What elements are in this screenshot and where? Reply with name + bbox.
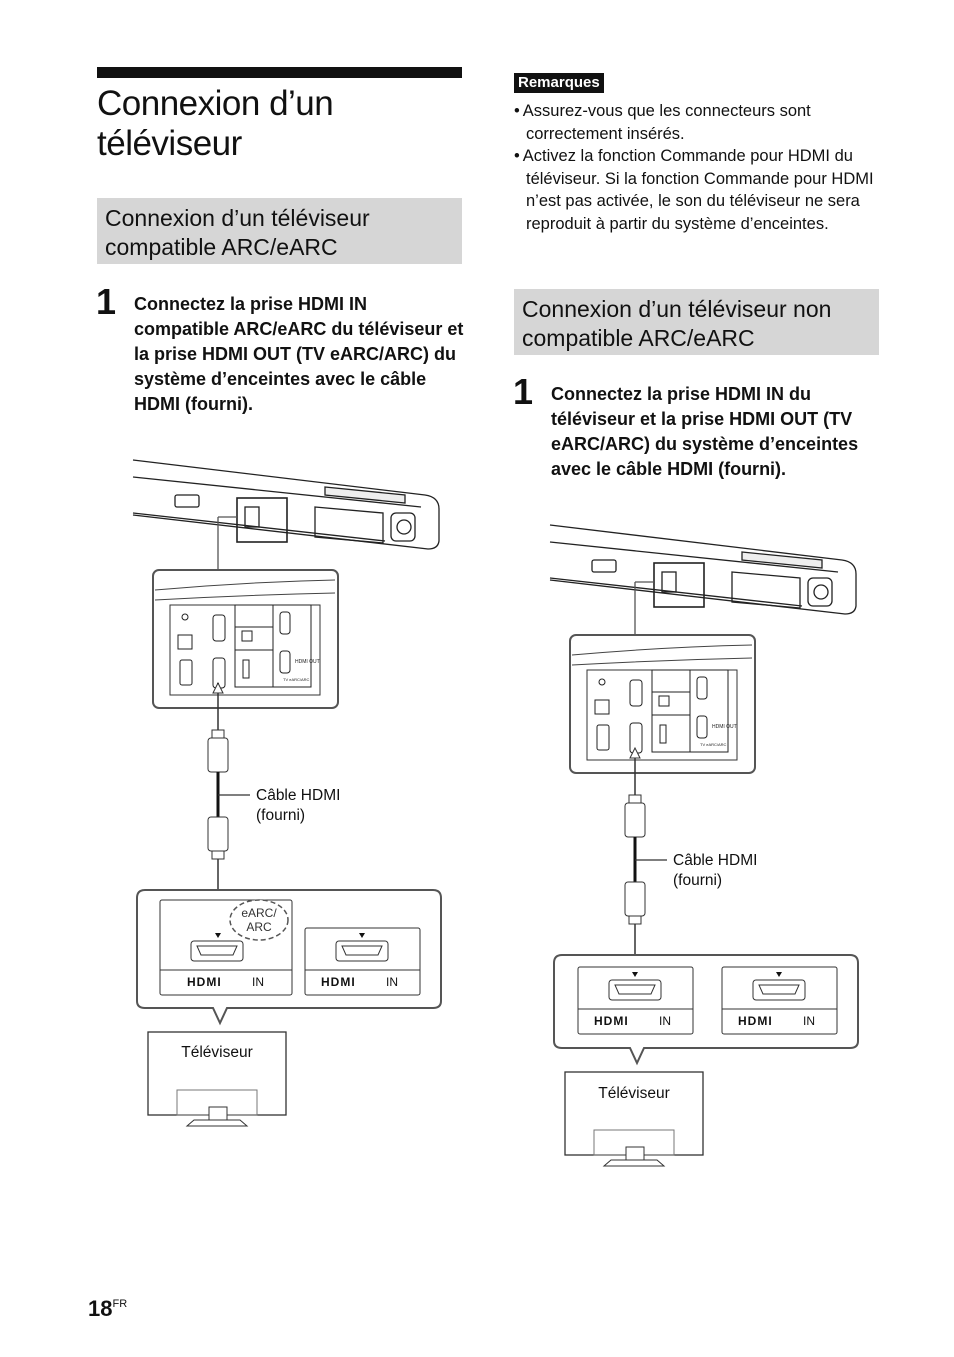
- page-language: FR: [112, 1298, 128, 1310]
- hdmi-logo: HDMI: [738, 1014, 773, 1028]
- remark-item: Activez la fonction Commande pour HDMI d…: [514, 145, 884, 235]
- hdmi-cable: [624, 746, 646, 977]
- arc-connection-diagram: HDMI OUT TV eARC/ARC Câble HDMI (fourni)…: [132, 459, 442, 1127]
- in-label: IN: [252, 975, 264, 989]
- hdmi-logo: HDMI: [187, 975, 222, 989]
- non-arc-connection-diagram: HDMI OUT TV eARC/ARC Câble HDMI (fourni)…: [549, 524, 859, 1167]
- hdmi-logo: HDMI: [321, 975, 356, 989]
- section-title-arc: Connexion d’un téléviseur compatible ARC…: [97, 198, 462, 264]
- hdmi-logo: HDMI: [594, 1014, 629, 1028]
- step-number: 1: [513, 371, 534, 412]
- cable-label: Câble HDMI: [256, 787, 340, 804]
- page-number-value: 18: [88, 1296, 113, 1321]
- tv-illustration: Téléviseur: [147, 1031, 287, 1127]
- tv-illustration: Téléviseur: [564, 1071, 704, 1167]
- panel-out-label: HDMI OUT: [712, 724, 737, 730]
- connector-panel-zoom: HDMI OUT TV eARC/ARC: [569, 634, 756, 774]
- cable-label: (fourni): [673, 872, 722, 889]
- panel-tv-label: TV eARC/ARC: [283, 677, 310, 682]
- section-title-non-arc: Connexion d’un téléviseur non compatible…: [514, 289, 879, 355]
- earc-badge: eARC/: [241, 906, 277, 920]
- tv-port-panel: HDMI IN eARC/ ARC HDMI IN: [136, 889, 442, 1026]
- page-title: Connexion d’un téléviseur: [97, 84, 334, 163]
- earc-badge: ARC: [246, 920, 272, 934]
- soundbar-illustration: [549, 524, 857, 615]
- step-text: Connectez la prise HDMI IN compatible AR…: [134, 294, 464, 414]
- page-number: 18FR: [88, 1296, 127, 1322]
- tv-label: Téléviseur: [598, 1085, 670, 1102]
- cable-label: (fourni): [256, 807, 305, 824]
- connector-panel-zoom: HDMI OUT TV eARC/ARC: [152, 569, 339, 709]
- step-text: Connectez la prise HDMI IN du téléviseur…: [551, 384, 859, 479]
- step-number: 1: [96, 281, 117, 322]
- soundbar-illustration: [132, 459, 440, 550]
- tv-label: Téléviseur: [181, 1044, 253, 1061]
- title-rule: [97, 67, 462, 78]
- in-label: IN: [803, 1014, 815, 1028]
- remarks-tag: Remarques: [514, 73, 604, 93]
- remark-item: Assurez-vous que les connecteurs sont co…: [514, 100, 884, 145]
- in-label: IN: [659, 1014, 671, 1028]
- in-label: IN: [386, 975, 398, 989]
- panel-tv-label: TV eARC/ARC: [700, 742, 727, 747]
- panel-out-label: HDMI OUT: [295, 659, 320, 665]
- cable-label: Câble HDMI: [673, 852, 757, 869]
- remarks-list: Assurez-vous que les connecteurs sont co…: [514, 100, 884, 235]
- tv-port-panel: HDMI IN HDMI IN: [553, 954, 859, 1066]
